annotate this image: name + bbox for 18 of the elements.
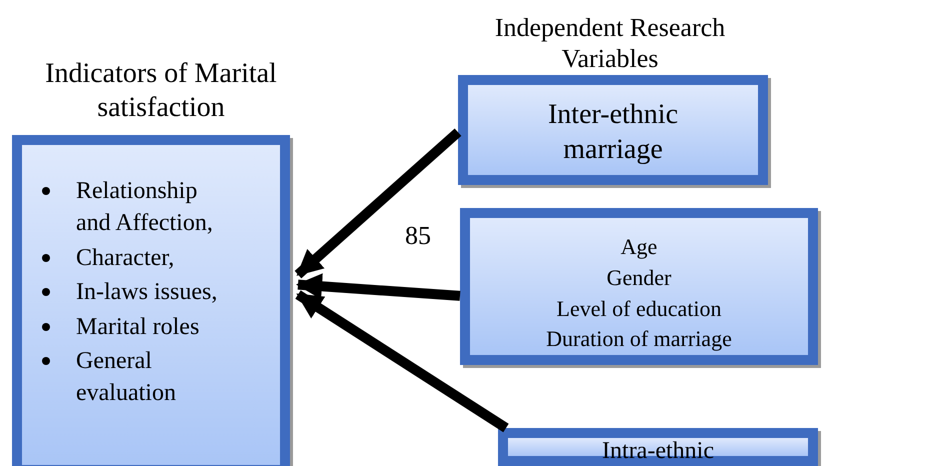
text-box (498, 428, 818, 466)
box-text: Level of education (556, 294, 722, 323)
box-text: Age (620, 233, 658, 261)
list-item: General evaluation (76, 348, 176, 406)
page-number: 85 (404, 220, 432, 252)
arrow (295, 290, 509, 432)
text-box (458, 75, 768, 185)
list-item: Relationship and Affection, (76, 178, 213, 236)
list-item: Character, (76, 244, 174, 271)
box-text: Gender (606, 264, 672, 292)
list-item: In-laws issues, (76, 279, 218, 306)
box-text: Duration of marriage (545, 325, 733, 354)
text-box (460, 208, 818, 365)
arrow (296, 273, 460, 301)
list-item: Marital roles (76, 314, 200, 340)
column-heading: Independent Research Variables (494, 12, 726, 74)
box-text: Intra-ethnic (601, 438, 715, 464)
box-text: Inter-ethnic marriage (546, 98, 680, 167)
